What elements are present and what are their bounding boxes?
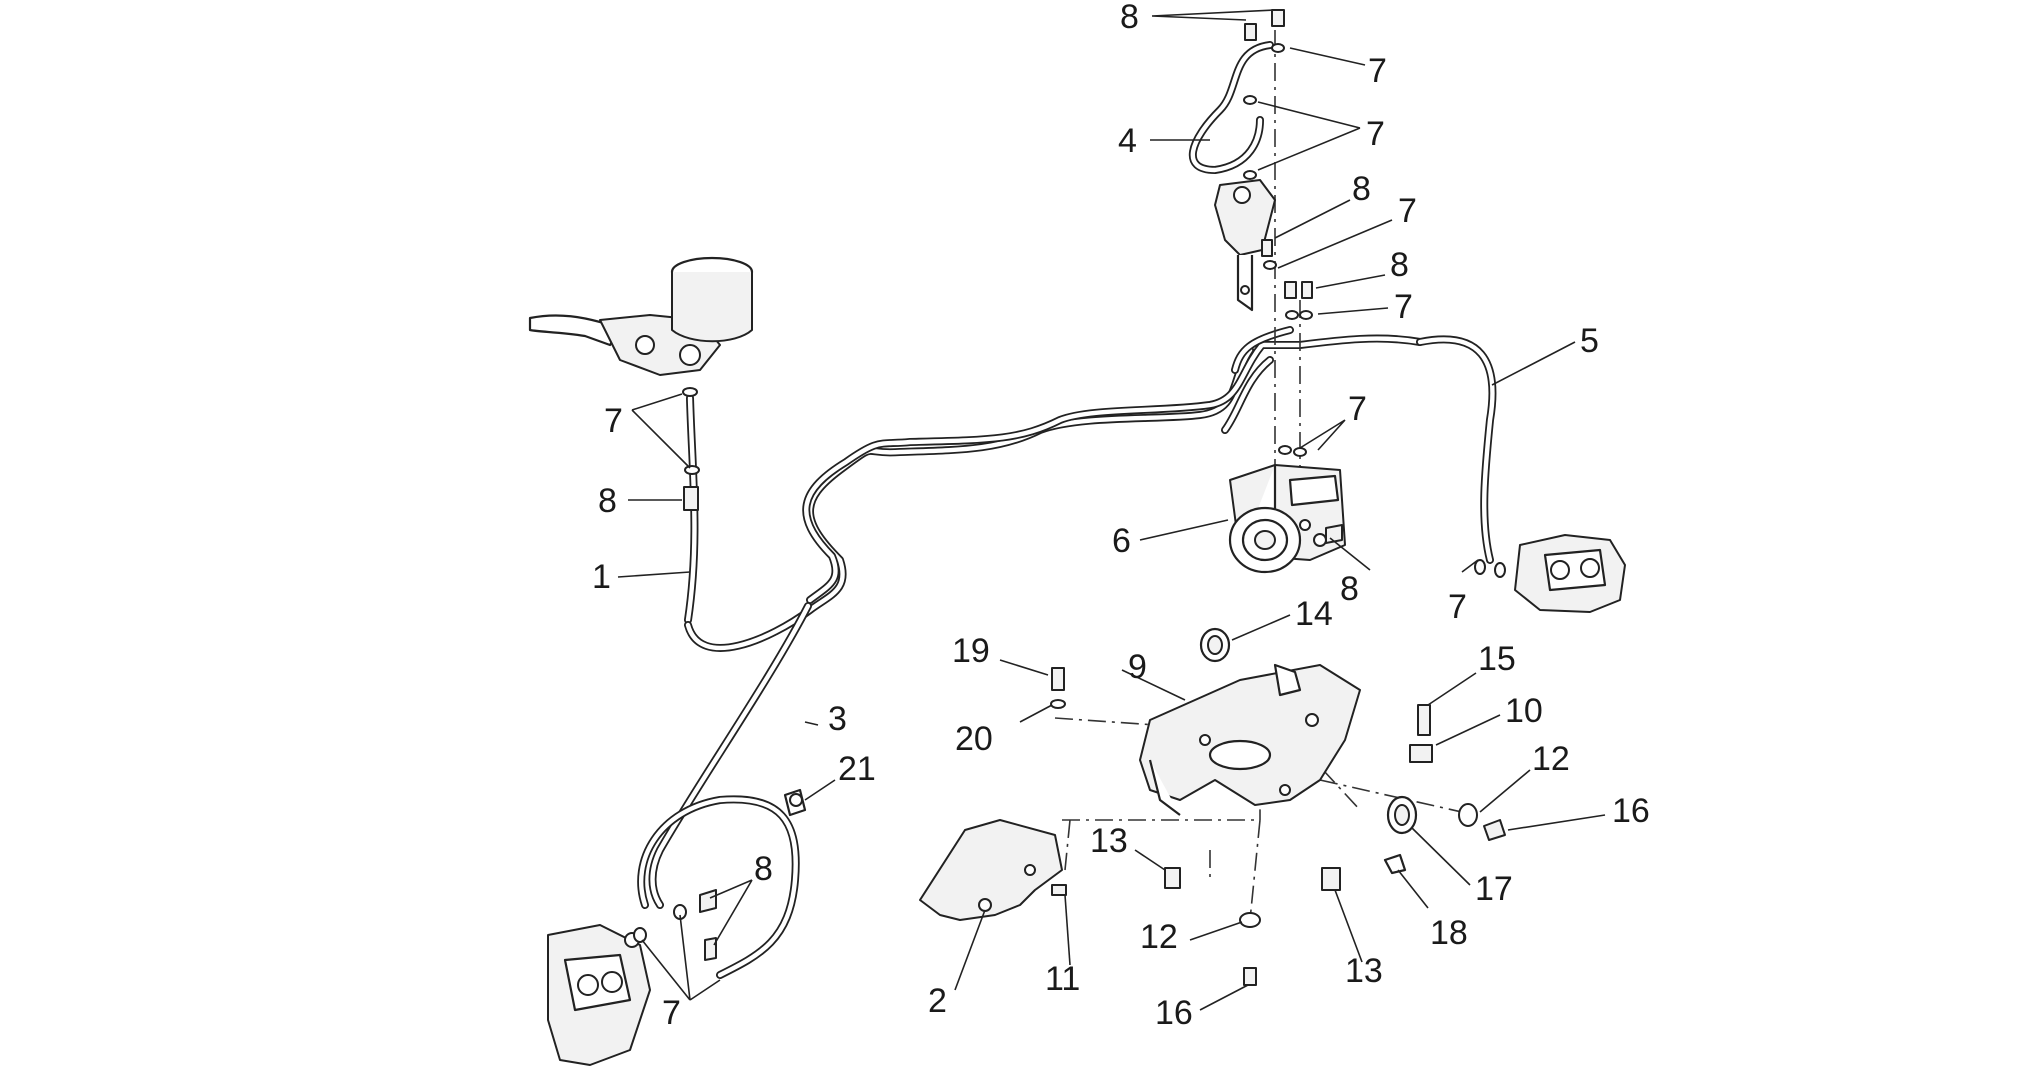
callout-18: 18 <box>1430 914 1468 952</box>
callout-7: 7 <box>1448 588 1467 626</box>
callout-7: 7 <box>1368 52 1387 90</box>
callout-19: 19 <box>952 632 990 670</box>
callout-7: 7 <box>1394 288 1413 326</box>
callout-9: 9 <box>1128 648 1147 686</box>
hose-part-5 <box>1416 335 1497 564</box>
callout-7: 7 <box>662 994 681 1032</box>
callout-21: 21 <box>838 750 876 788</box>
leader-lines <box>617 9 1606 1011</box>
callout-labels: 8 7 4 7 8 7 8 7 5 7 7 8 1 6 8 7 14 19 9 … <box>592 0 1650 1032</box>
callout-13: 13 <box>1090 822 1128 860</box>
front-master-cylinder <box>528 256 754 376</box>
callout-11: 11 <box>1045 960 1080 998</box>
rear-brake-caliper <box>1514 534 1626 613</box>
callout-8: 8 <box>1340 570 1359 608</box>
callout-7: 7 <box>1348 390 1367 428</box>
mounting-hardware <box>1050 667 1506 986</box>
main-brake-line <box>684 346 1254 652</box>
callout-8: 8 <box>1120 0 1139 36</box>
callout-7: 7 <box>1366 115 1385 153</box>
callout-8: 8 <box>1352 170 1371 208</box>
callout-12: 12 <box>1140 918 1178 956</box>
protective-cover <box>919 819 1063 921</box>
front-brake-caliper <box>547 924 651 1066</box>
hose-part-4 <box>1188 41 1274 174</box>
sealing-washers <box>633 43 1506 943</box>
callout-3: 3 <box>828 700 847 738</box>
hose-clamp <box>783 788 807 817</box>
callout-8: 8 <box>598 482 617 520</box>
callout-16: 16 <box>1612 792 1650 830</box>
callout-16: 16 <box>1155 994 1193 1032</box>
callout-6: 6 <box>1112 522 1131 560</box>
callout-10: 10 <box>1505 692 1543 730</box>
callout-2: 2 <box>928 982 947 1020</box>
callout-8: 8 <box>754 850 773 888</box>
rubber-grommet <box>1199 627 1231 663</box>
brake-lines <box>637 41 1497 979</box>
callout-17: 17 <box>1475 870 1513 908</box>
abs-mounting-bracket <box>1139 663 1361 816</box>
callout-1: 1 <box>592 558 611 596</box>
callout-15: 15 <box>1478 640 1516 678</box>
callout-4: 4 <box>1118 122 1137 160</box>
callout-7: 7 <box>1398 192 1417 230</box>
callout-8: 8 <box>1390 246 1409 284</box>
abs-modulator-unit <box>1228 464 1346 574</box>
rubber-grommet-lower <box>1386 795 1418 835</box>
banjo-bolts <box>683 9 1343 961</box>
callout-7: 7 <box>604 402 623 440</box>
callout-12: 12 <box>1532 740 1570 778</box>
callout-14: 14 <box>1295 595 1333 633</box>
callout-20: 20 <box>955 720 993 758</box>
callout-5: 5 <box>1580 322 1599 360</box>
rear-master-cylinder <box>1214 179 1276 312</box>
callout-13: 13 <box>1345 952 1383 990</box>
